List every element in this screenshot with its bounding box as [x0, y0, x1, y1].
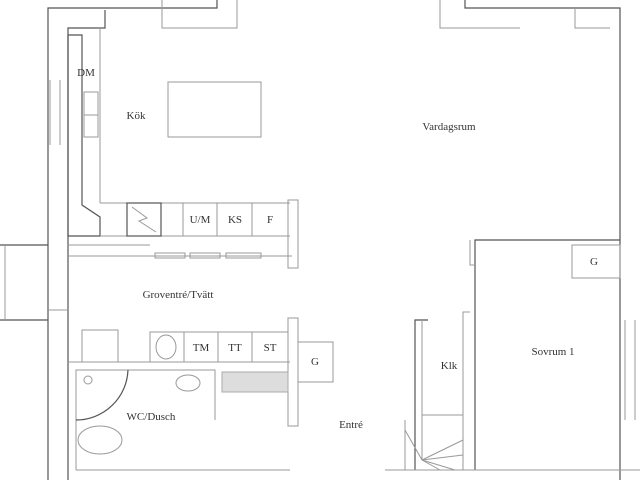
fixture-label-dishwasher: DM	[77, 67, 95, 79]
bathroom-sink-icon	[175, 374, 201, 392]
room-label-bathroom: WC/Dusch	[126, 411, 176, 423]
room-label-utility: Groventré/Tvätt	[142, 289, 214, 301]
bathroom-fixtures	[75, 369, 290, 471]
room-label-living-room: Vardagsrum	[422, 121, 476, 133]
laundry-fixtures	[48, 309, 334, 427]
fixture-label-fridge: KS	[227, 214, 243, 226]
shower-door	[75, 369, 129, 421]
kitchen-fixtures	[67, 28, 299, 269]
stairs	[385, 311, 640, 471]
fixture-label-bedroom-wardrobe: G	[590, 256, 598, 268]
lightning-icon	[131, 206, 157, 233]
kitchen-island	[167, 81, 262, 138]
radiator	[221, 371, 289, 393]
fixture-label-freezer: F	[266, 214, 274, 226]
toilet-icon	[77, 425, 123, 455]
stove	[126, 202, 162, 237]
fixture-label-entry-wardrobe: G	[311, 356, 319, 368]
room-label-closet: Klk	[440, 360, 458, 372]
laundry-sink-icon	[155, 334, 177, 360]
room-label-entrance: Entré	[339, 419, 363, 431]
entry-wardrobe	[297, 341, 334, 383]
fixture-label-washing-machine: TM	[192, 342, 210, 354]
interior-walls	[68, 239, 621, 470]
room-label-kitchen: Kök	[126, 110, 146, 122]
room-label-bedroom: Sovrum 1	[531, 346, 575, 358]
fixture-label-freezer-fridge: U/M	[189, 214, 211, 226]
fixture-label-dryer: TT	[228, 342, 242, 354]
fixture-label-drying-cabinet: ST	[263, 342, 277, 354]
bedroom-wardrobe	[571, 244, 621, 279]
